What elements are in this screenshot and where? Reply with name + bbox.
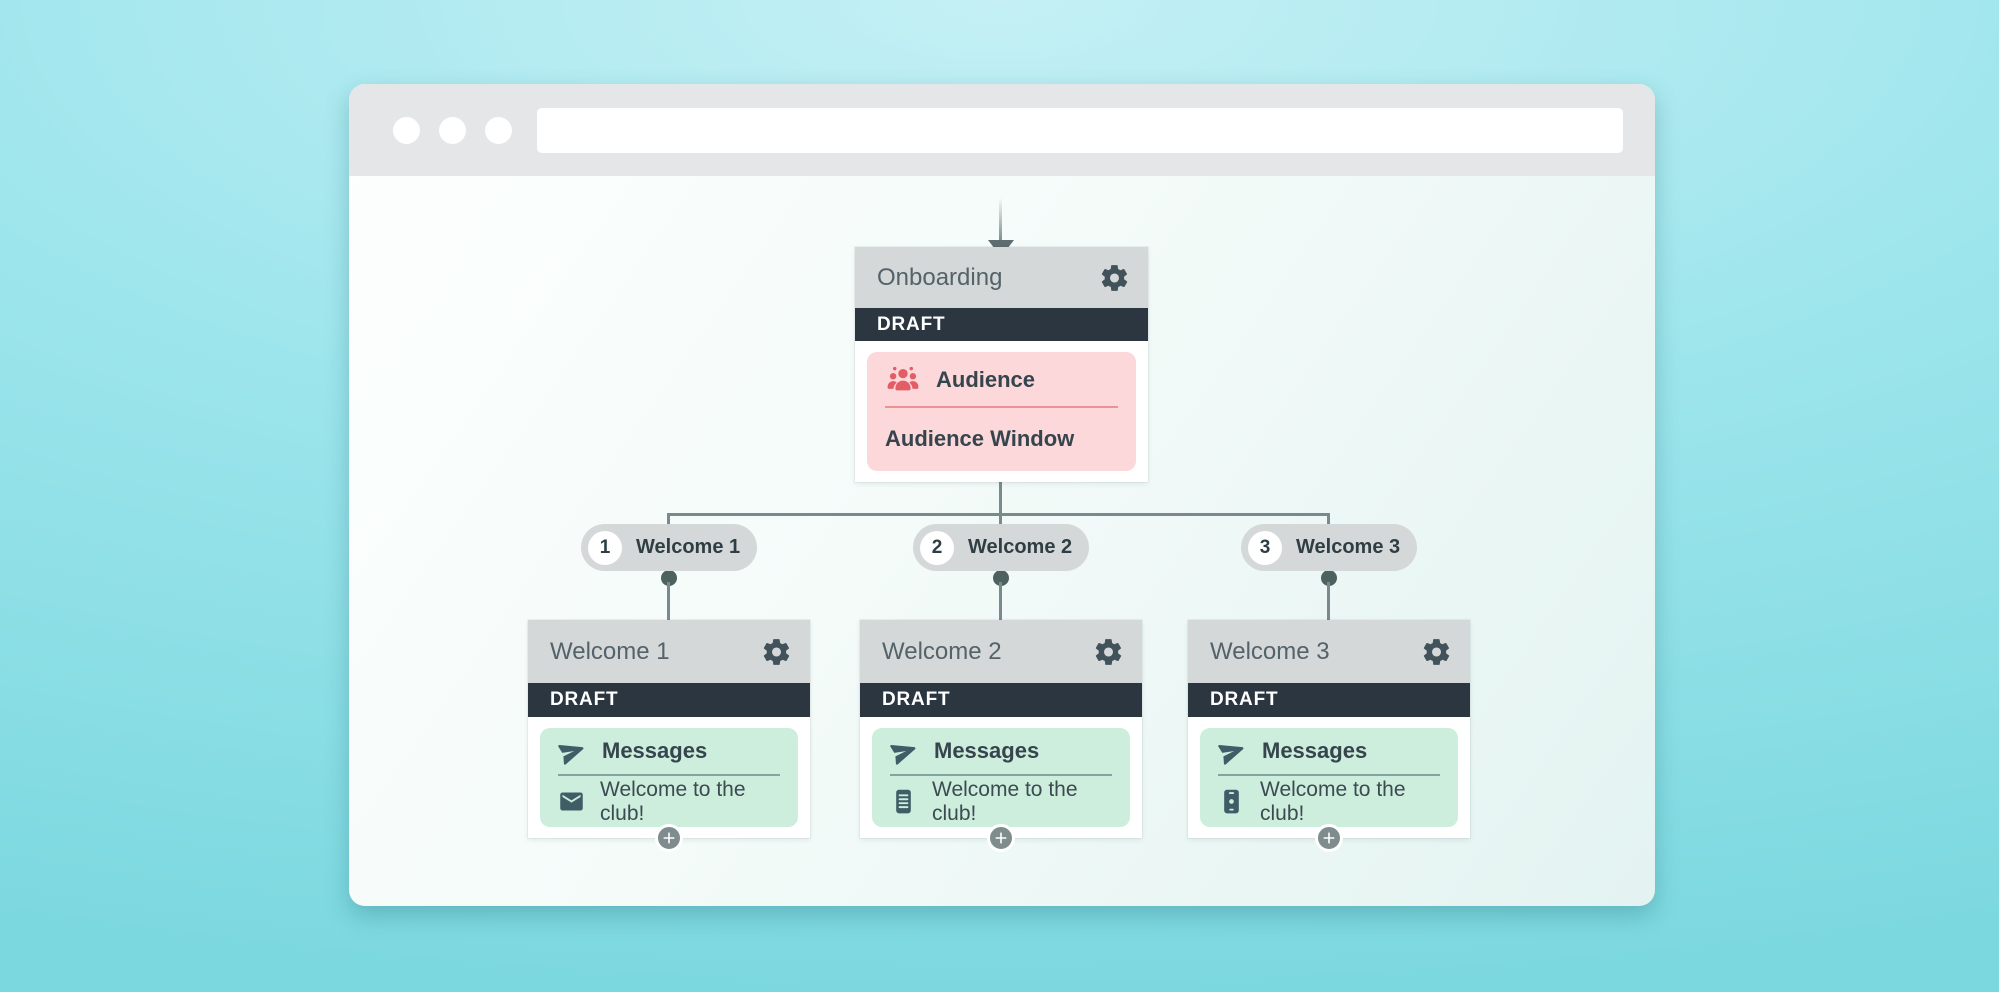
browser-titlebar — [349, 84, 1655, 176]
gear-icon — [763, 638, 790, 665]
paper-plane-icon — [890, 744, 916, 765]
add-step-button[interactable] — [987, 824, 1015, 852]
section-label: Audience — [936, 366, 1036, 392]
settings-button[interactable] — [1421, 636, 1452, 667]
paper-plane-icon — [1218, 744, 1244, 765]
section-label: Messages — [1262, 738, 1368, 763]
messages-section[interactable]: Messages Welcome to the club! — [872, 728, 1130, 827]
welcome-1-card: Welcome 1 DRAFT Messages Welcome — [528, 620, 810, 852]
section-divider — [885, 406, 1118, 408]
messages-section[interactable]: Messages Welcome to the club! — [1200, 728, 1458, 827]
audience-people-icon — [887, 366, 919, 390]
address-bar[interactable] — [537, 108, 1623, 153]
card-title: Onboarding — [877, 263, 1003, 291]
branch-number-badge: 2 — [920, 530, 954, 565]
card-title: Welcome 1 — [550, 637, 670, 665]
card-body: Audience Audience Window — [855, 341, 1148, 482]
branch-pill-welcome-1[interactable]: 1 Welcome 1 — [581, 524, 757, 571]
branch-drop-line — [1327, 582, 1330, 624]
audience-section[interactable]: Audience Audience Window — [867, 352, 1136, 471]
status-badge: DRAFT — [860, 683, 1142, 717]
trunk-connector-line — [999, 482, 1002, 528]
status-label: DRAFT — [550, 689, 619, 710]
settings-button[interactable] — [1099, 262, 1130, 293]
branch-number-badge: 3 — [1248, 530, 1282, 565]
onboarding-card: Onboarding DRAFT — [855, 247, 1148, 482]
section-label: Messages — [602, 738, 708, 763]
card-title: Welcome 3 — [1210, 637, 1330, 665]
gear-icon — [1101, 264, 1128, 291]
phone-sms-icon — [896, 789, 911, 814]
branch-stub-right — [1327, 513, 1330, 528]
paper-plane-icon — [558, 744, 584, 765]
welcome-1-card-header: Welcome 1 — [528, 620, 810, 683]
branch-pill-welcome-2[interactable]: 2 Welcome 2 — [913, 524, 1089, 571]
branch-pill-label: Welcome 2 — [968, 536, 1073, 558]
section-divider — [890, 774, 1112, 776]
message-text: Welcome to the club! — [932, 777, 1078, 825]
branch-stub-left — [667, 513, 670, 528]
plus-icon — [1323, 832, 1335, 844]
envelope-icon — [560, 792, 583, 811]
welcome-3-card-header: Welcome 3 — [1188, 620, 1470, 683]
branch-number-badge: 1 — [588, 530, 622, 565]
welcome-2-card-header: Welcome 2 — [860, 620, 1142, 683]
card-body: Messages Welcome to the club! — [860, 717, 1142, 838]
status-label: DRAFT — [1210, 689, 1279, 710]
add-step-button[interactable] — [655, 824, 683, 852]
status-label: DRAFT — [882, 689, 951, 710]
status-badge: DRAFT — [528, 683, 810, 717]
card-body: Messages Welcome to the club! — [1188, 717, 1470, 838]
branch-rail-line — [667, 513, 1330, 516]
window-control-dot[interactable] — [485, 117, 512, 144]
branch-drop-line — [999, 582, 1002, 624]
section-label: Messages — [934, 738, 1040, 763]
status-badge: DRAFT — [855, 308, 1148, 341]
add-step-button[interactable] — [1315, 824, 1343, 852]
message-text: Welcome to the club! — [600, 777, 746, 825]
plus-icon — [995, 832, 1007, 844]
branch-node-dot — [661, 570, 677, 586]
branch-node-dot — [993, 570, 1009, 586]
gear-icon — [1423, 638, 1450, 665]
browser-window: Onboarding DRAFT — [349, 84, 1655, 906]
phone-push-icon — [1224, 789, 1239, 814]
branch-pill-label: Welcome 3 — [1296, 536, 1401, 558]
message-text: Welcome to the club! — [1260, 777, 1406, 825]
section-divider — [558, 774, 780, 776]
branch-node-dot — [1321, 570, 1337, 586]
onboarding-card-header: Onboarding — [855, 247, 1148, 308]
window-control-dot[interactable] — [439, 117, 466, 144]
section-detail: Audience Window — [885, 426, 1075, 451]
plus-icon — [663, 832, 675, 844]
window-control-dot[interactable] — [393, 117, 420, 144]
entry-connector-line — [999, 198, 1002, 242]
card-body: Messages Welcome to the club! — [528, 717, 810, 838]
settings-button[interactable] — [761, 636, 792, 667]
status-label: DRAFT — [877, 313, 946, 335]
journey-canvas: Onboarding DRAFT — [349, 176, 1655, 906]
status-badge: DRAFT — [1188, 683, 1470, 717]
branch-drop-line — [667, 582, 670, 624]
gear-icon — [1095, 638, 1122, 665]
settings-button[interactable] — [1093, 636, 1124, 667]
welcome-3-card: Welcome 3 DRAFT Messages Welcome — [1188, 620, 1470, 852]
branch-pill-welcome-3[interactable]: 3 Welcome 3 — [1241, 524, 1417, 571]
branch-pill-label: Welcome 1 — [636, 536, 741, 558]
welcome-2-card: Welcome 2 DRAFT Messages Welcome — [860, 620, 1142, 852]
messages-section[interactable]: Messages Welcome to the club! — [540, 728, 798, 827]
section-divider — [1218, 774, 1440, 776]
card-title: Welcome 2 — [882, 637, 1002, 665]
